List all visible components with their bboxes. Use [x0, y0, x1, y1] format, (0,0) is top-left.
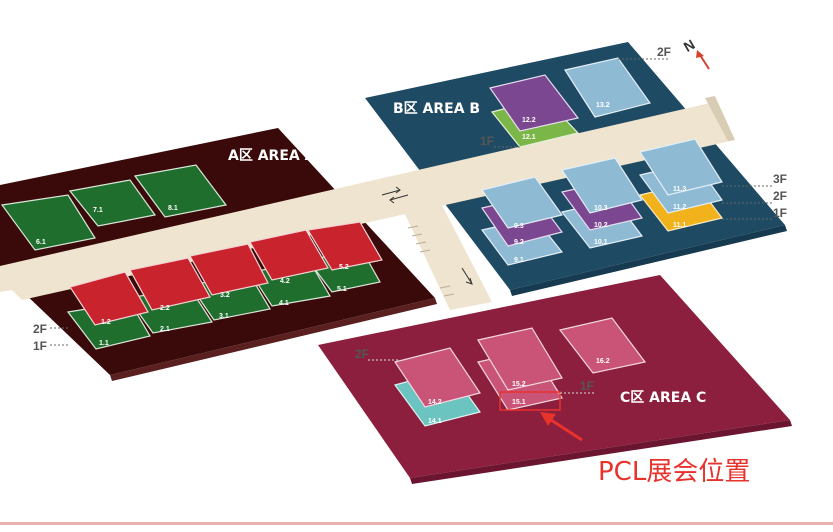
road-network: [0, 96, 735, 310]
hall-7-1: [68, 179, 157, 227]
hall-label-1-1: 1.1: [99, 340, 109, 347]
north-arrow-icon: [699, 54, 710, 70]
hall-label-14-2: 14.2: [428, 399, 442, 406]
area-c-floor-markers: 2F 1F: [355, 347, 595, 394]
hall-label-10-1: 10.1: [594, 239, 608, 246]
area-b-floor-markers: 2F 1F 3F 2F 1F: [480, 45, 787, 220]
area-c-halls: 14.1 14.2 15.2 15.1 16.2 C区 AREA C: [394, 317, 706, 427]
floor-marker-c-1f: 1F: [580, 379, 594, 393]
hall-label-11-2: 11.2: [673, 204, 686, 211]
hall-label-2-2: 2.2: [160, 305, 170, 312]
floor-marker-c-2f: 2F: [355, 347, 369, 361]
hall-9-3: [481, 176, 564, 229]
hall-label-12-1: 12.1: [522, 134, 536, 141]
hall-label-16-2: 16.2: [596, 358, 610, 365]
north-compass: N: [681, 36, 710, 70]
hall-4-2: [249, 229, 329, 281]
hall-2-2: [129, 257, 211, 311]
hall-label-3-2: 3.2: [220, 292, 230, 299]
hall-10-3: [561, 157, 643, 214]
hall-13-2: [564, 57, 651, 118]
hall-label-5-2: 5.2: [339, 264, 349, 271]
hall-label-4-1: 4.1: [279, 300, 289, 307]
hall-12-2: [489, 74, 580, 132]
hall-label-11-1: 11.1: [673, 222, 686, 229]
hall-16-2: [558, 317, 647, 374]
hall-label-6-1: 6.1: [36, 239, 46, 246]
main-road: [0, 103, 735, 300]
hall-label-14-1: 14.1: [428, 418, 442, 425]
floor-marker-a-2f: 2F: [33, 322, 47, 336]
hall-label-12-2: 12.2: [522, 117, 536, 124]
hall-1-2: [69, 271, 149, 326]
floor-marker-b-1f: 1F: [480, 134, 494, 148]
hall-15-2: [477, 327, 563, 391]
area-c-label: C区 AREA C: [620, 390, 706, 406]
north-letter: N: [681, 36, 698, 55]
hall-8-1: [133, 164, 228, 218]
hall-5-2: [307, 221, 383, 271]
area-b-label: B区 AREA B: [393, 101, 480, 117]
bottom-border: [0, 522, 833, 525]
callout-arrow-icon: [547, 416, 583, 442]
area-a-halls: 6.1 7.1 8.1 1.1 2.1 3.1 4.1 5.1 1.2 2.2 …: [0, 148, 383, 350]
direction-arrows: [381, 186, 473, 285]
floor-marker-b-2f-top: 2F: [657, 45, 671, 59]
hall-label-15-1: 15.1: [512, 399, 526, 406]
hall-label-7-1: 7.1: [93, 207, 103, 214]
hall-label-9-3: 9.3: [514, 223, 524, 230]
hall-label-10-2: 10.2: [594, 222, 608, 229]
pcl-booth-label: PCL展会位置: [598, 457, 750, 487]
hall-label-5-1: 5.1: [337, 286, 347, 293]
connector-road: [395, 186, 492, 310]
hall-label-13-2: 13.2: [596, 102, 610, 109]
hall-11-3: [639, 138, 723, 196]
hall-14-2: [394, 347, 481, 408]
hall-label-11-3: 11.3: [673, 186, 686, 193]
hall-label-8-1: 8.1: [168, 205, 178, 212]
hall-label-3-1: 3.1: [219, 313, 229, 320]
hall-3-2: [189, 243, 269, 296]
pcl-highlight-box: [499, 391, 561, 411]
floor-marker-b-1f-right: 1F: [773, 206, 787, 220]
hall-label-1-2: 1.2: [101, 319, 111, 326]
floor-marker-a-1f: 1F: [33, 339, 47, 353]
hall-label-4-2: 4.2: [280, 278, 290, 285]
hall-label-15-2: 15.2: [512, 381, 526, 388]
area-b-halls: 12.1 12.2 13.2 9.1 9.2 9.3 10.1 10.2 10.…: [393, 57, 724, 266]
floor-marker-b-2f: 2F: [773, 189, 787, 203]
hall-label-10-3: 10.3: [594, 205, 608, 212]
hall-label-9-2: 9.2: [514, 239, 524, 246]
area-a-label: A区 AREA A: [228, 148, 316, 164]
hall-6-1: [0, 194, 96, 251]
area-a-floor-markers: 2F 1F: [33, 322, 70, 353]
floor-marker-b-3f: 3F: [773, 172, 787, 186]
hall-label-9-1: 9.1: [514, 257, 524, 264]
pcl-callout: PCL展会位置: [540, 412, 750, 487]
hall-label-2-1: 2.1: [160, 326, 170, 333]
